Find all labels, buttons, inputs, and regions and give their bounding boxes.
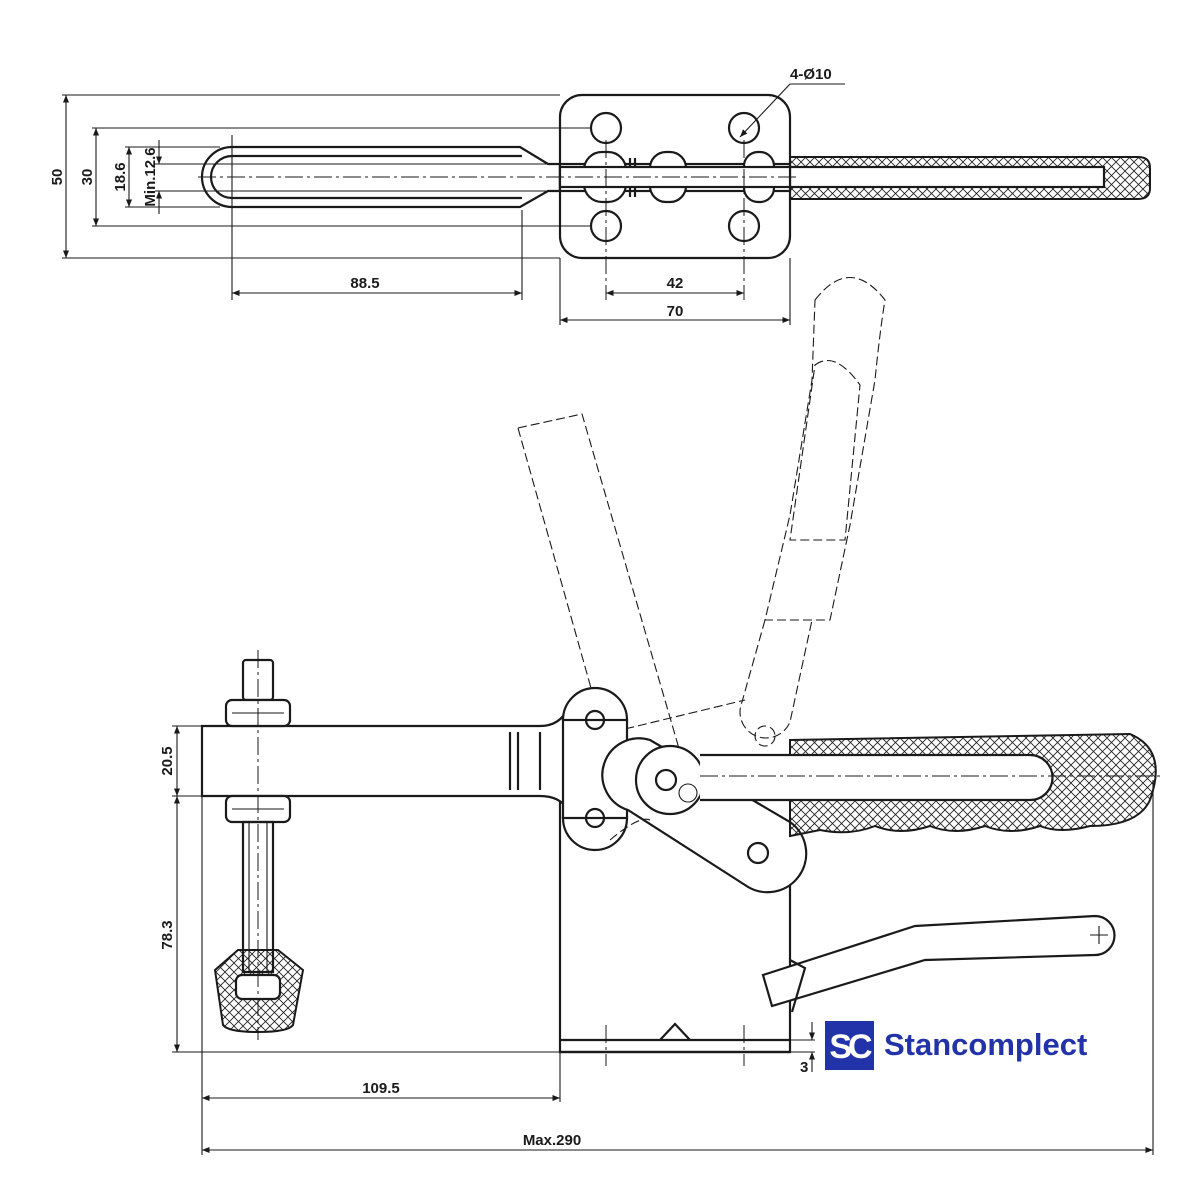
side-view: 20.5 78.3 3 109.5 Max.290 [159,276,1160,1155]
phantom-handle-right [764,276,886,621]
top-view: 50 30 18.6 Min.12.6 88.5 42 70 4-Ø10 [49,66,1151,325]
dim-reach: 109.5 [362,1080,400,1097]
dim-min-gap: Min.12.6 [142,147,159,206]
top-arm-outer [200,145,562,209]
dim-spindle-height: 78.3 [159,920,176,949]
dim-bar-height: 20.5 [159,746,176,775]
dim-base-thickness: 3 [800,1059,808,1076]
dim-slot-width: 30 [79,169,96,186]
main-pivot [634,744,706,816]
side-base-plate [560,1038,790,1054]
mount-hole [727,111,761,145]
dim-max-length: Max.290 [523,1132,581,1149]
logo-mark: SC [829,1028,872,1066]
stancomplect-logo: SC Stancomplect [825,1021,1087,1070]
dim-hole-spec: 4-Ø10 [790,66,832,83]
logo-mark-box [825,1021,874,1070]
dim-hole-spacing: 42 [667,275,684,292]
dim-bar-length: 88.5 [350,275,379,292]
dim-bar-width: 18.6 [112,162,129,191]
dim-base-width: 70 [667,303,684,320]
dim-overall-width: 50 [49,169,66,186]
logo-name: Stancomplect [884,1027,1087,1062]
release-lever [761,914,1116,1008]
mount-hole [589,111,623,145]
